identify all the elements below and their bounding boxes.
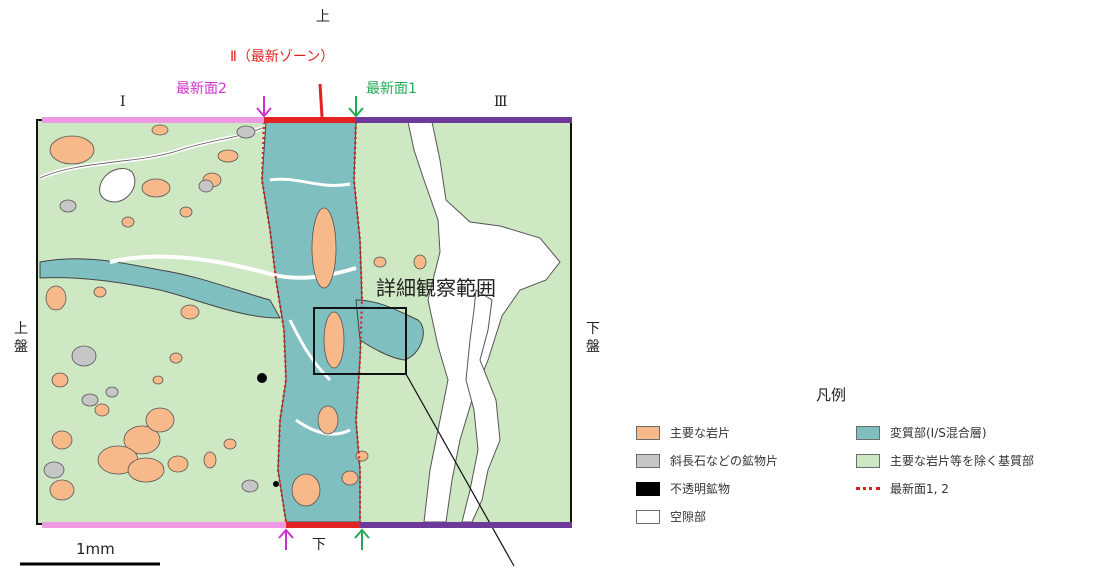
- newest-plane-2-label: 最新面2: [176, 81, 227, 97]
- zone-II-bar-top: [264, 117, 356, 123]
- crack-inner-3: [295, 418, 351, 436]
- zone-I-bar-bottom: [42, 522, 286, 528]
- crack-upper-left-outline: [39, 127, 263, 179]
- legend-item-rock: 主要な岩片: [636, 424, 730, 441]
- zone-III-label: Ⅲ: [494, 94, 508, 110]
- label-top: 上: [316, 9, 330, 25]
- zone-I-bar-top: [42, 117, 264, 123]
- arrow-plane-1-top: [348, 96, 364, 118]
- legend-label: 空隙部: [670, 510, 707, 524]
- opaque-mineral-2: [273, 481, 279, 487]
- mineral-fragments: [43, 125, 259, 493]
- void-swatch-icon: [636, 509, 660, 524]
- legend-item-void: 空隙部: [636, 508, 706, 525]
- legend-label: 変質部(I/S混合層): [890, 426, 987, 440]
- rock-fragments: [45, 124, 427, 507]
- detail-observation-box: [313, 307, 407, 375]
- dotted-line-icon: [856, 487, 880, 490]
- legend-title: 凡例: [816, 386, 847, 404]
- legend-label: 主要な岩片: [670, 426, 731, 440]
- legend-item-altered: 変質部(I/S混合層): [856, 424, 987, 441]
- legend-label: 不透明鉱物: [670, 482, 731, 496]
- legend-label: 主要な岩片等を除く基質部: [890, 454, 1035, 468]
- legend-item-newest-planes: 最新面1, 2: [856, 480, 949, 497]
- zone-III-bar-top: [356, 117, 572, 123]
- rock-swatch-icon: [636, 425, 660, 440]
- crack-inner-1: [269, 177, 351, 188]
- zone-II-pointer: [318, 83, 324, 118]
- label-bottom: 下: [312, 537, 326, 553]
- matrix-swatch-icon: [856, 453, 880, 468]
- altered-branch-left: [39, 258, 281, 319]
- detail-leader-line: [405, 373, 515, 567]
- arrow-plane-2-top: [256, 96, 272, 118]
- arrow-plane-1-bottom: [354, 528, 370, 550]
- legend-item-matrix: 主要な岩片等を除く基質部: [856, 452, 1034, 469]
- opaque-mineral-1: [257, 373, 267, 383]
- zone-II-label: Ⅱ（最新ゾーン）: [230, 49, 335, 65]
- legend-label: 最新面1, 2: [890, 482, 949, 496]
- legend-item-opaque: 不透明鉱物: [636, 480, 730, 497]
- footwall-label: 下 盤: [586, 321, 600, 355]
- void-blob: [99, 168, 136, 203]
- legend-item-mineral: 斜長石などの鉱物片: [636, 452, 778, 469]
- zone-III-bar-bottom: [360, 522, 572, 528]
- scale-label: 1mm: [76, 540, 115, 558]
- legend-label: 斜長石などの鉱物片: [670, 454, 779, 468]
- altered-swatch-icon: [856, 425, 880, 440]
- detail-area-label: 詳細観察範囲: [376, 276, 496, 300]
- hanging-wall-label: 上 盤: [14, 321, 28, 355]
- zone-I-label: Ⅰ: [120, 94, 126, 110]
- arrow-plane-2-bottom: [278, 528, 294, 550]
- mineral-swatch-icon: [636, 453, 660, 468]
- opaque-swatch-icon: [636, 481, 660, 496]
- zone-II-bar-bottom: [286, 522, 360, 528]
- newest-plane-1-label: 最新面1: [366, 81, 417, 97]
- newest-plane-1-line: [352, 121, 364, 522]
